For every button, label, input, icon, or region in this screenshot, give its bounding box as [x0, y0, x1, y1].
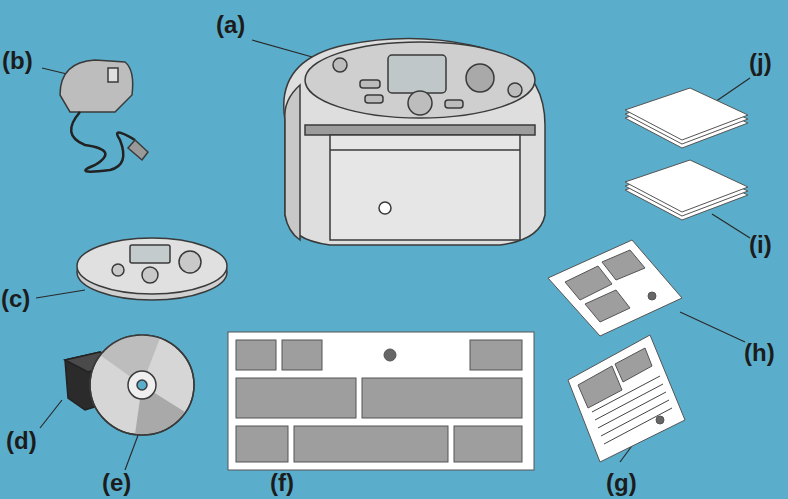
callout-letter: (b) — [2, 48, 33, 74]
callout-letter: (a) — [216, 12, 245, 38]
callout-letter: (j) — [749, 50, 772, 76]
faceplate — [77, 238, 227, 300]
booklet — [568, 335, 685, 462]
printer — [284, 39, 545, 246]
photo-paper — [625, 88, 748, 220]
callout-letter: (d) — [6, 428, 37, 454]
power-adapter — [60, 60, 148, 172]
setup-poster — [228, 332, 534, 470]
guide-booklet — [548, 240, 682, 336]
callout-letter: (g) — [606, 470, 637, 496]
callout-letter: (i) — [749, 232, 772, 258]
leader-lines — [36, 40, 750, 470]
callout-letter: (c) — [1, 286, 30, 312]
callout-letter: (h) — [744, 340, 775, 366]
cd-rom — [90, 335, 194, 435]
callout-letter: (f) — [270, 470, 294, 496]
callout-letter: (e) — [102, 470, 131, 496]
